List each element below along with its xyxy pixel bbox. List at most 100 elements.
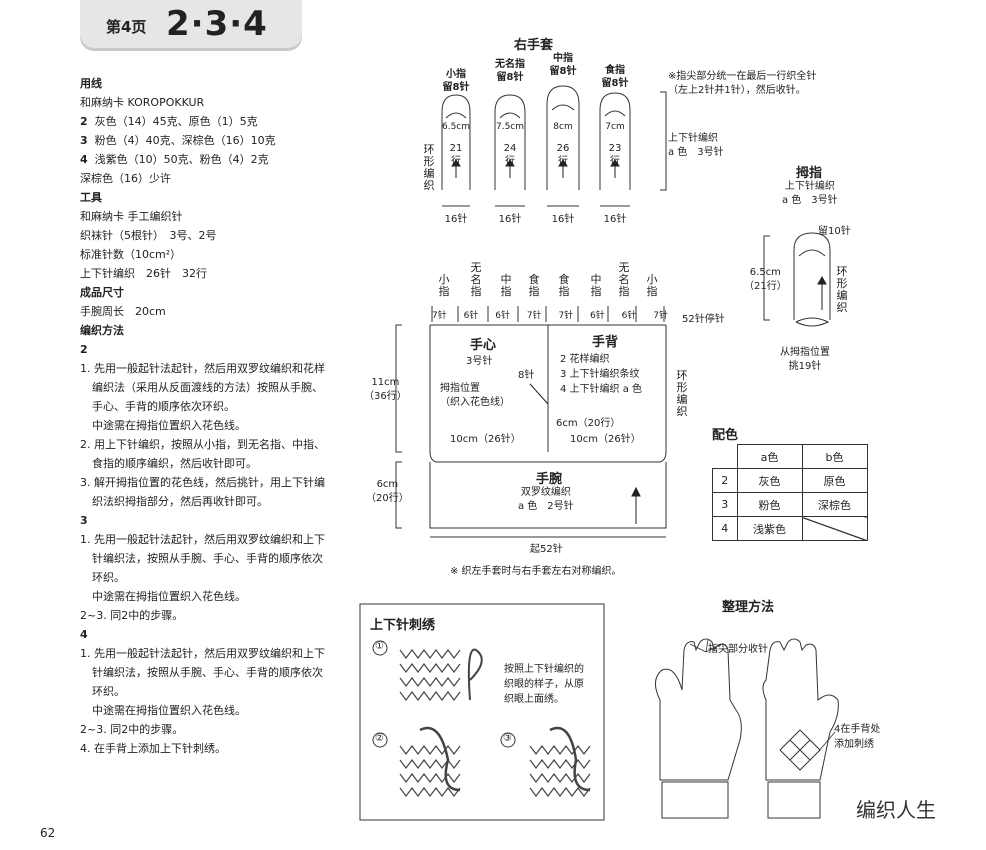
yarn-line-3: 3 粉色（4）40克、深棕色（16）10克 [80, 134, 276, 147]
glove-left-outline [655, 638, 742, 781]
thumb-size: 6.5cm（21行） [744, 267, 787, 292]
ring-knit-label-2: 环形编织 [676, 369, 688, 418]
finish-tip: 指尖部分收针 [708, 644, 768, 655]
thumb-position: 拇指位置（织入花色线） [440, 383, 510, 408]
palm-needle: 3号针 [466, 356, 493, 367]
top-label-4: 食指 [528, 273, 540, 298]
tip-note: ※指尖部分统一在最后一行织全针（左上2针并1针），然后收针。 [668, 71, 817, 96]
step-2-2: 2. 用上下针编织，按照从小指，到无名指、中指、食指的顺序编织，然后收针即可。 [80, 438, 325, 470]
thumb-height: 6cm（20行） [556, 418, 621, 429]
back-label: 手背 [592, 335, 619, 350]
size-title: 成品尺寸 [80, 286, 124, 299]
left-hand-note: ※ 织左手套时与右手套左右对称编织。 [450, 566, 622, 577]
finger-outline-little [441, 94, 471, 190]
ring-knit-label: 环形编织 [423, 143, 435, 192]
thumb-pickup: 从拇指位置挑19针 [780, 347, 830, 372]
step-2-1: 1. 先用一般起针法起针，然后用双罗纹编织和花样编织法（采用从反面渡线的方法）按… [80, 362, 325, 413]
embroidery-motif [779, 729, 821, 771]
thumb-ring: 环形编织 [836, 265, 848, 314]
gauge-value: 上下针编织 26针 32行 [80, 267, 207, 280]
top-label-6: 中指 [590, 273, 602, 298]
finish-add: 4在手背处添加刺绣 [834, 724, 881, 750]
stitch-illustration [399, 648, 591, 797]
step-2-num: ② [375, 733, 384, 744]
top-label-1: 小指 [438, 273, 450, 298]
finger-label-index: 食指留8针 [601, 65, 629, 89]
finger-label-middle: 中指留8针 [549, 53, 577, 77]
step-3-2: 2~3. 同2中的步骤。 [80, 609, 184, 622]
palette-title: 配色 [712, 428, 739, 443]
palm-label: 手心 [470, 338, 497, 353]
step-4-title: 4 [80, 628, 88, 641]
pattern-numbers: 2·3·4 [166, 4, 268, 44]
yarn-line-4: 4 浅紫色（10）50克、粉色（4）2克 [80, 153, 269, 166]
embroidery-title: 上下针刺绣 [370, 618, 436, 633]
page-label: 第4页 [106, 18, 147, 36]
yarn-brand: 和麻纳卡 KOROPOKKUR [80, 96, 205, 109]
step-4-1b: 中途需在拇指位置织入花色线。 [92, 704, 246, 717]
step-4-1: 1. 先用一般起针法起针，然后用双罗纹编织和上下针编织法，按照从手腕、手心、手背… [80, 647, 325, 698]
finger-outline-ring [494, 94, 526, 190]
step-2-3: 3. 解开拇指位置的花色线，然后挑针，用上下针编织法织拇指部分，然后再收针即可。 [80, 476, 325, 508]
size-value: 手腕周长 20cm [80, 305, 166, 318]
cast-on: 起52针 [530, 544, 563, 555]
step-3-1b: 中途需在拇指位置织入花色线。 [92, 590, 246, 603]
tools-brand: 和麻纳卡 手工编织针 [80, 210, 183, 223]
tools-needles: 织袜针（5根针） 3号、2号 [80, 229, 217, 242]
step-3-1: 1. 先用一般起针法起针，然后用双罗纹编织和上下针编织法，按照从手腕、手心、手背… [80, 533, 325, 584]
top-label-7: 无名指 [618, 261, 630, 298]
step-4-2: 2~3. 同2中的步骤。 [80, 723, 184, 736]
glove-right-outline [762, 638, 839, 781]
finger-bottom-index: 16针 [603, 214, 627, 225]
embroidery-box [359, 603, 605, 821]
embroidery-desc: 按照上下针编织的织眼的样子，从原织眼上面绣。 [504, 664, 584, 705]
finger-bottom-middle: 16针 [551, 214, 575, 225]
step-2-1b: 中途需在拇指位置织入花色线。 [92, 419, 246, 432]
thumb-outline [793, 232, 831, 320]
finger-outline-middle [546, 85, 580, 190]
page-header-tab: 第4页 2·3·4 [80, 0, 302, 48]
stop-label: 52针停针 [682, 314, 725, 325]
wrist-label: 手腕 [536, 472, 563, 487]
instructions-column: 用线 和麻纳卡 KOROPOKKUR 2 灰色（14）45克、原色（1）5克 3… [80, 74, 330, 758]
finger-width-middle: 8cm [553, 122, 573, 132]
finger-width-ring: 7.5cm [495, 122, 525, 132]
hand-height: 11cm（36行） [364, 377, 407, 402]
finish-title: 整理方法 [722, 600, 775, 615]
yarn-line-2: 2 灰色（14）45克、原色（1）5克 [80, 115, 258, 128]
palm-width: 10cm（26针） [450, 434, 521, 445]
watermark: 编织人生 [856, 798, 936, 822]
step-3-num: ③ [503, 733, 512, 744]
thumb-stitches: 8针 [518, 370, 535, 381]
back-width: 10cm（26针） [570, 434, 641, 445]
yarn-extra: 深棕色（16）少许 [80, 172, 171, 185]
finger-bottom-ring: 16针 [498, 214, 522, 225]
tools-title: 工具 [80, 191, 102, 204]
gauge-title: 标准针数（10cm²） [80, 248, 182, 261]
step-4-3: 4. 在手背上添加上下针刺绣。 [80, 742, 226, 755]
step-3-title: 3 [80, 514, 88, 527]
wrist-height: 6cm（20行） [366, 479, 409, 504]
finger-width-index: 7cm [605, 122, 625, 132]
finger-label-little: 小指留8针 [442, 69, 470, 93]
thumb-keep: 留10针 [818, 226, 851, 237]
method-title: 编织方法 [80, 324, 124, 337]
top-label-5: 食指 [558, 273, 570, 298]
top-label-3: 中指 [500, 273, 512, 298]
top-label-2: 无名指 [470, 261, 482, 298]
finger-label-ring: 无名指留8针 [495, 59, 525, 83]
yarn-title: 用线 [80, 77, 102, 90]
diagram-title: 右手套 [514, 38, 554, 53]
